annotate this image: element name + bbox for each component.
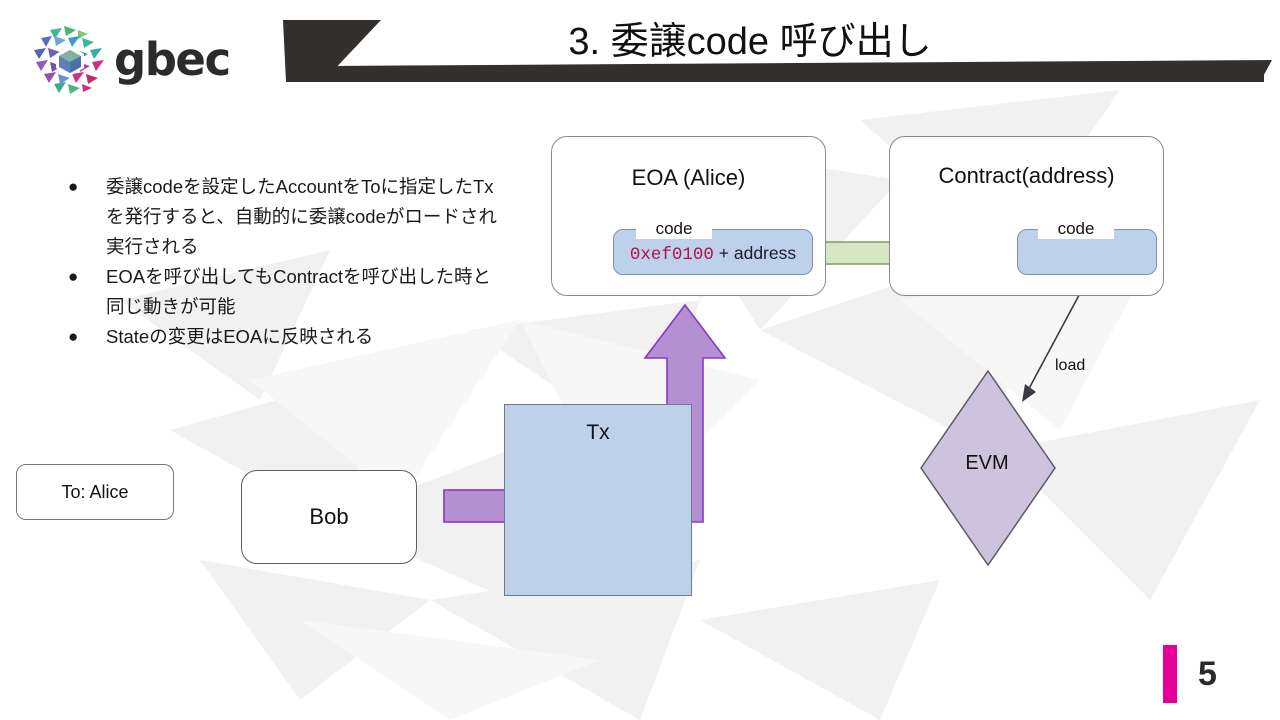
eoa-code-label: code — [636, 219, 712, 239]
list-item: ● Stateの変更はEOAに反映される — [62, 322, 502, 352]
page-title: 3. 委譲code 呼び出し — [568, 21, 932, 63]
eoa-code-hex: 0xef0100 — [629, 245, 714, 265]
header-bar — [318, 60, 1272, 82]
bullet-marker: ● — [68, 177, 79, 196]
bullet-text: EOAを呼び出してもContractを呼び出した時と同じ動きが可能 — [106, 266, 492, 317]
header-band — [283, 20, 1272, 82]
eoa-code-rest: + address — [713, 243, 797, 263]
logo-wordmark: gbec — [114, 33, 231, 86]
contract-title: Contract(address) — [938, 163, 1115, 188]
tx-box: Tx — [504, 404, 692, 596]
bullet-list: ● 委譲codeを設定したAccountをToに指定したTxを発行すると、自動的… — [62, 172, 502, 352]
load-arrow-label: load — [1055, 357, 1086, 374]
page-accent-bar — [1163, 645, 1177, 703]
evm-label: EVM — [965, 452, 1009, 474]
list-item: ● 委譲codeを設定したAccountをToに指定したTxを発行すると、自動的… — [62, 172, 502, 262]
bullet-marker: ● — [68, 327, 79, 346]
bullet-text: Stateの変更はEOAに反映される — [106, 326, 374, 347]
bob-box: Bob — [241, 470, 417, 564]
bullet-marker: ● — [68, 267, 79, 286]
eoa-box: EOA (Alice) 0xef0100 + address code — [551, 136, 826, 296]
contract-code-label: code — [1038, 219, 1114, 239]
brand-logo: gbec — [28, 22, 268, 98]
bullet-text: 委譲codeを設定したAccountをToに指定したTxを発行すると、自動的に委… — [106, 176, 497, 257]
eoa-code-value: 0xef0100 + address — [614, 242, 812, 266]
eoa-title: EOA (Alice) — [631, 165, 746, 190]
list-item: ● EOAを呼び出してもContractを呼び出した時と同じ動きが可能 — [62, 262, 502, 322]
gbec-hexagon-mosaic-icon — [34, 26, 104, 94]
page-number: 5 — [1198, 655, 1217, 693]
tx-to-field: To: Alice — [16, 464, 174, 520]
contract-box: Contract(address) code — [889, 136, 1164, 296]
tx-title: Tx — [586, 421, 610, 444]
